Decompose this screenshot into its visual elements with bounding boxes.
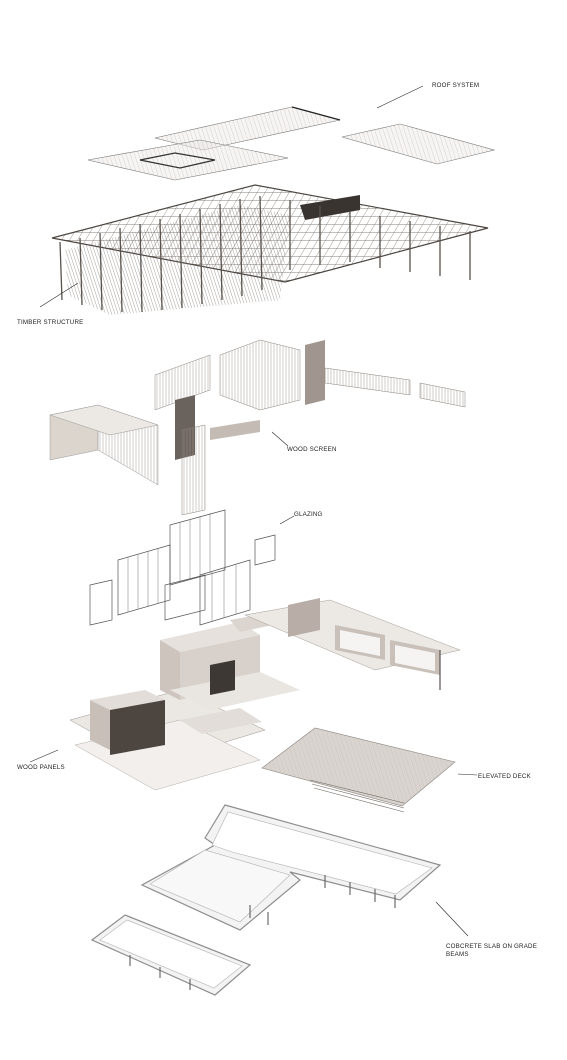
roof-panel-right [341,123,496,165]
wood-panels-label: WOOD PANELS [17,764,65,771]
roof-panel-left [87,139,289,181]
leader-deck [457,773,478,776]
glazing-label: GLAZING [294,511,323,518]
wood-panels-layer [69,598,461,791]
leader-slab [435,901,469,937]
roof-system-layer [87,106,496,181]
glazing-layer [89,509,276,626]
leader-panels [29,749,59,763]
wood-screen-label: WOOD SCREEN [287,446,337,453]
leader-glazing [279,515,295,525]
timber-structure-label: TIMBER STRUCTURE [17,319,84,326]
leader-timber [39,282,79,308]
concrete-slab-layer [90,804,442,996]
roof-system-label: ROOF SYSTEM [432,82,480,89]
leader-roof [376,85,424,109]
timber-structure-layer [51,184,489,315]
leader-screen [271,431,289,447]
concrete-slab-label: COBCRETE SLAB ON GRADE BEAMS [446,943,538,958]
leader-lines [29,85,478,937]
roof-skylight [139,152,216,169]
wood-screen-layer [49,339,466,516]
elevated-deck-layer [261,727,456,813]
elevated-deck-label: ELEVATED DECK [478,773,531,780]
